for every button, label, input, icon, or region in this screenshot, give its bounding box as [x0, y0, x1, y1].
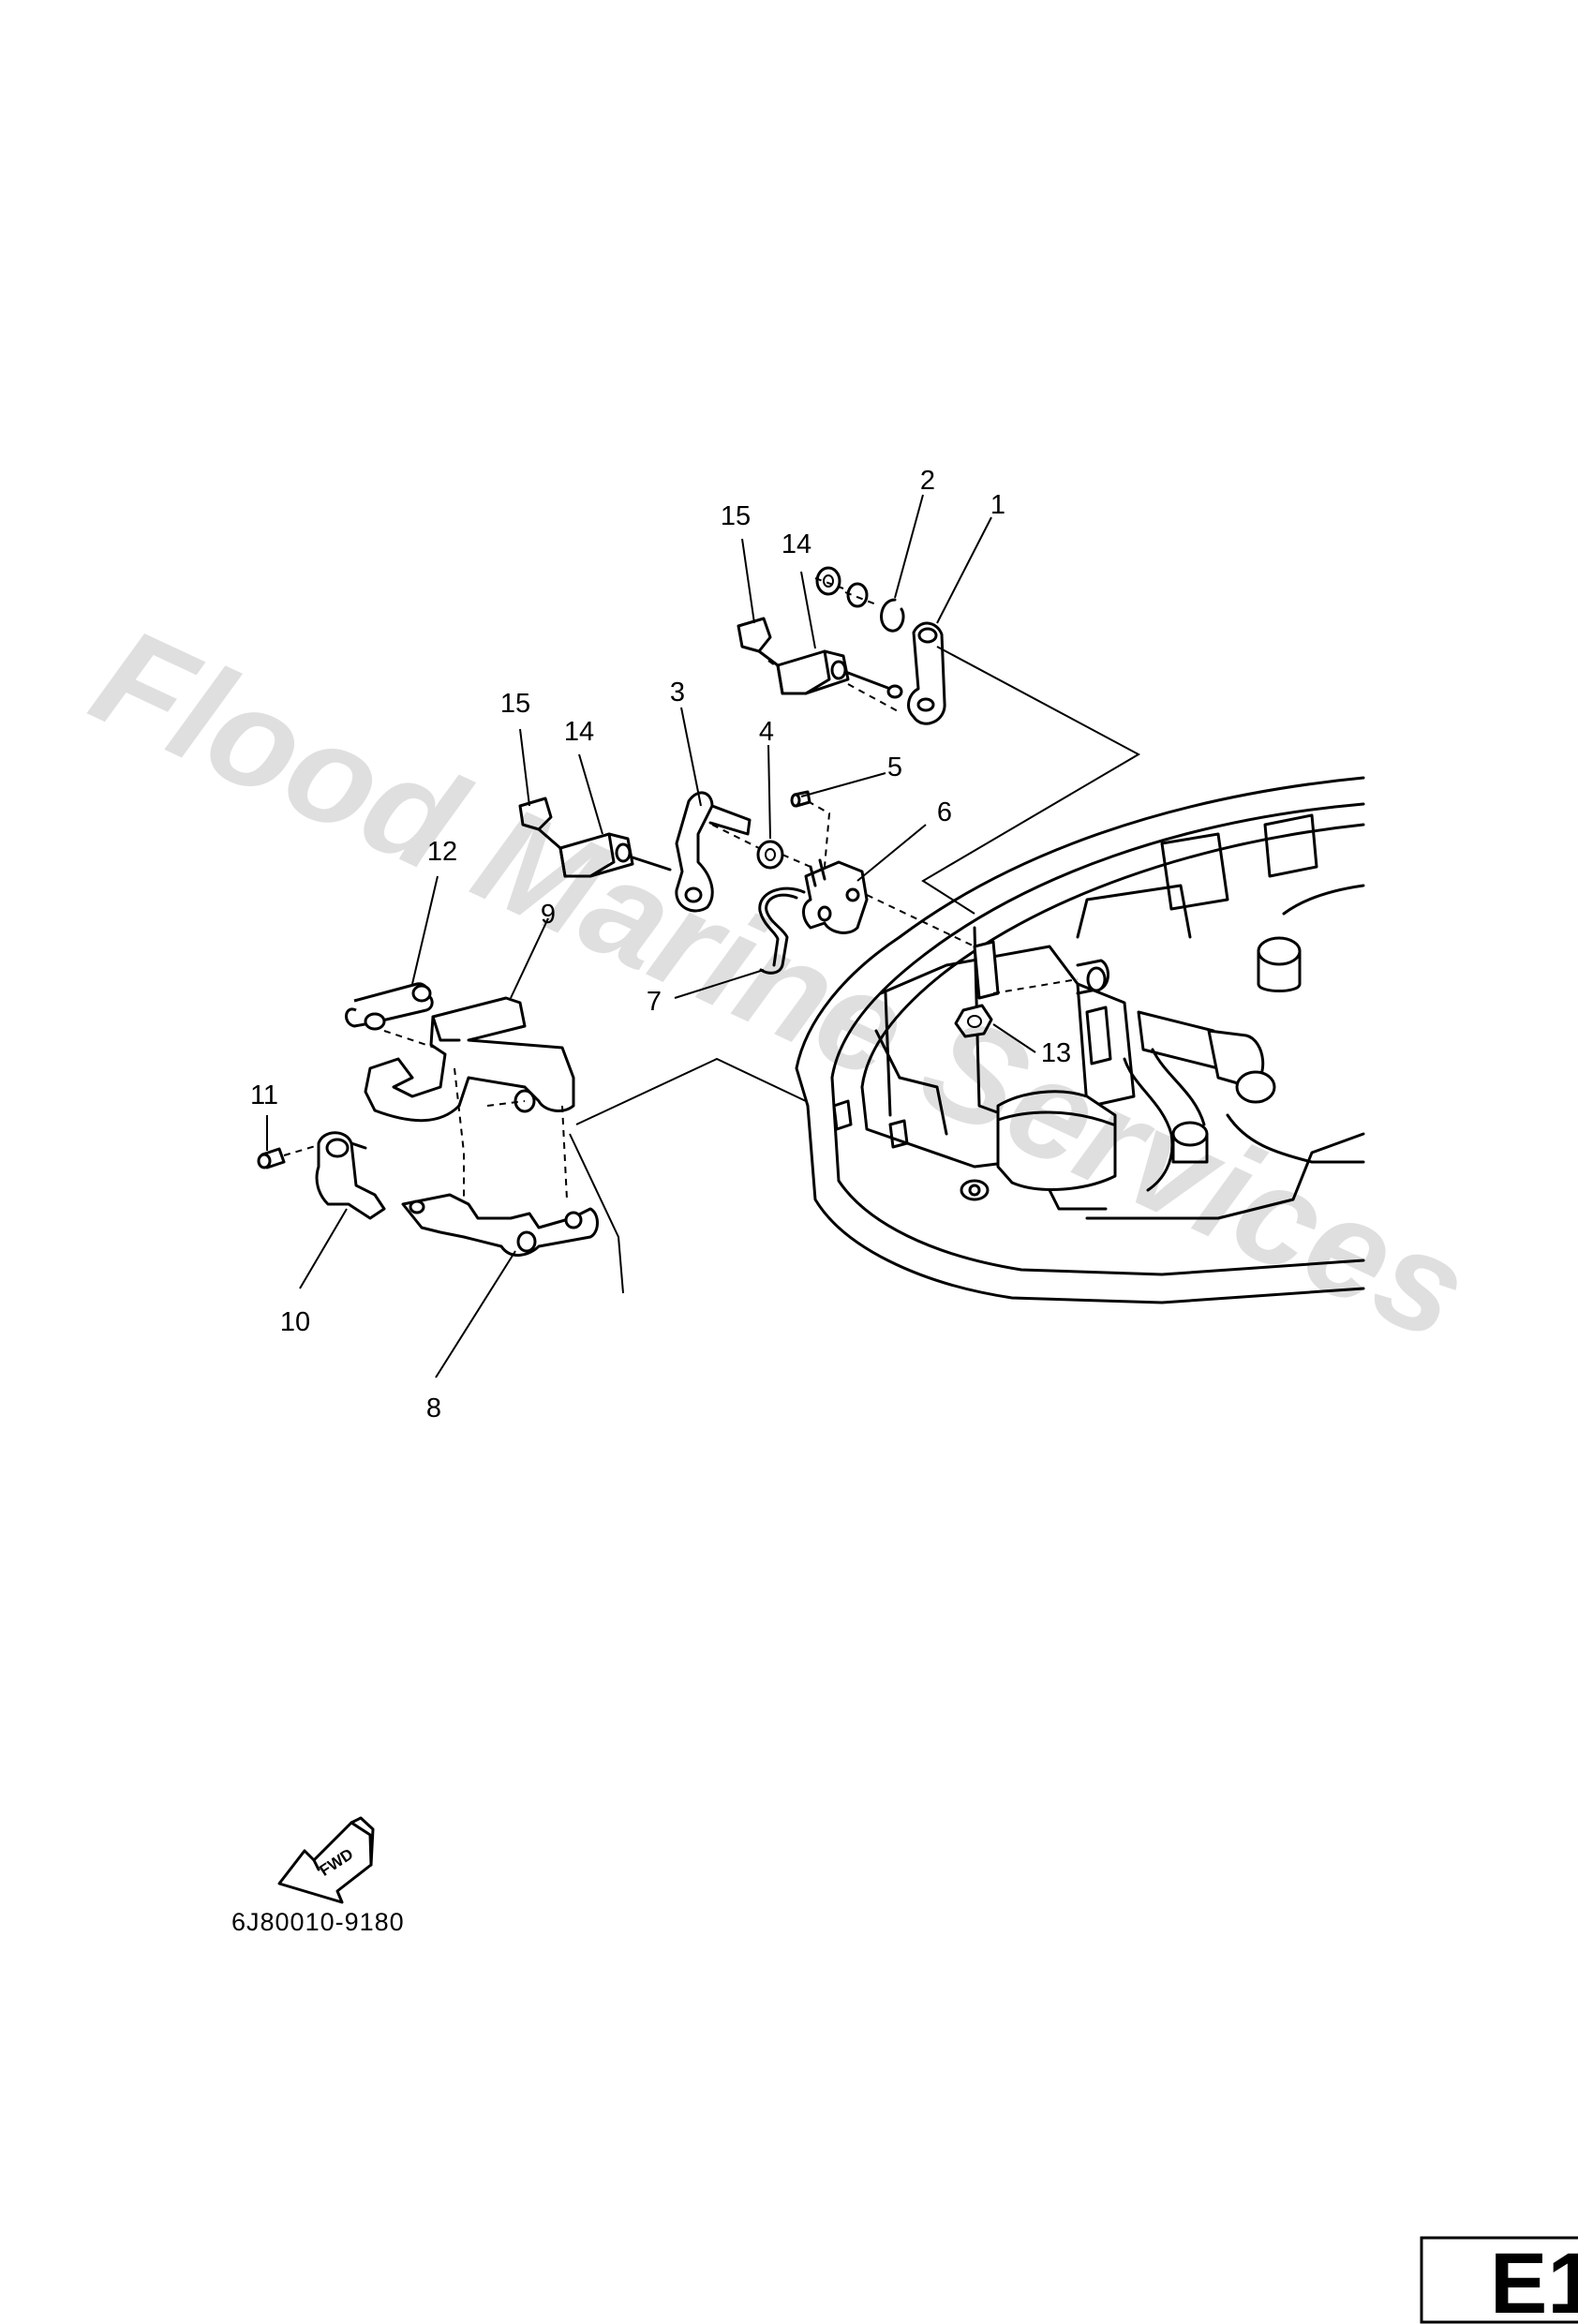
part-1-lever: [907, 621, 946, 725]
lower-cowling: [795, 776, 1365, 1304]
part-2-clip: [815, 566, 905, 633]
callout-8: 8: [426, 1393, 441, 1423]
callout-5: 5: [887, 752, 902, 782]
part-7-rod: [758, 886, 806, 975]
callout-labels: 1 2 15 14 3 15 14 4 5 6 12 9 7 13 11 10 …: [250, 466, 1071, 1423]
callout-7: 7: [647, 987, 662, 1017]
callout-13: 13: [1041, 1038, 1071, 1068]
callout-4: 4: [759, 717, 774, 747]
callout-14-upper: 14: [782, 529, 811, 559]
callout-2: 2: [920, 466, 935, 496]
callout-11: 11: [250, 1080, 278, 1110]
part-10-hook: [315, 1131, 386, 1220]
callout-12: 12: [427, 837, 457, 867]
part-15-clip-lower: [518, 797, 562, 850]
page-tab-label: E1: [1490, 2236, 1578, 2324]
part-9-bracket: [364, 996, 575, 1209]
part-6-bracket: [802, 858, 869, 934]
part-14-joint-lower: [558, 832, 672, 878]
watermark: Flood Marine Services: [71, 597, 1490, 1370]
part-8-bracket: [401, 1193, 599, 1257]
callout-9: 9: [541, 900, 556, 930]
leader-lines: [266, 494, 1036, 1378]
callout-10: 10: [280, 1307, 310, 1337]
part-11-pin: [257, 1144, 320, 1169]
part-12-pin: [345, 982, 441, 1050]
callout-3: 3: [670, 678, 685, 708]
callout-6: 6: [937, 797, 952, 827]
diagram-code: 6J80010-9180: [231, 1908, 405, 1936]
fwd-arrow-icon: FWD: [277, 1816, 375, 1904]
part-4-washer: [756, 840, 784, 870]
part-13-nut: [954, 1004, 993, 1038]
callout-15-upper: 15: [721, 501, 751, 531]
page-tab: E1: [1420, 2236, 1578, 2324]
part-3-lever: [675, 791, 752, 913]
callout-15-lower: 15: [500, 689, 530, 719]
part-5-pin: [790, 790, 811, 808]
assembly-lines: [486, 577, 1141, 1294]
callout-1: 1: [990, 490, 1005, 520]
part-14-joint-upper: [776, 649, 903, 699]
part-15-clip-upper: [737, 617, 780, 667]
callout-14-lower: 14: [564, 717, 594, 747]
